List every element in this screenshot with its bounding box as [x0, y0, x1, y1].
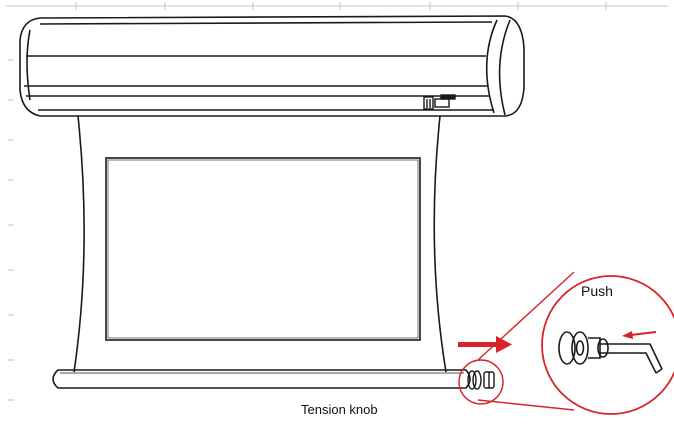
housing-left-end: [26, 29, 31, 101]
red-left-arrow-icon: [622, 331, 657, 339]
magnified-knob-collar: [588, 337, 601, 359]
push-arrow-shaft: [630, 331, 657, 336]
magnified-knob-hex: [597, 338, 609, 358]
roller-housing: [19, 15, 525, 117]
tension-knob: [467, 370, 495, 390]
magnified-knob-disc: [558, 331, 576, 365]
housing-gear-detail: [423, 94, 456, 110]
projection-area: [105, 157, 421, 341]
housing-outline: [19, 15, 525, 117]
push-arrow-head: [622, 331, 633, 339]
allen-key-icon: [600, 343, 663, 374]
callout-lines: [458, 271, 575, 411]
tension-knob-label: Tension knob: [301, 402, 378, 417]
callout-line-bottom: [477, 399, 575, 411]
housing-end-cap: [485, 19, 498, 114]
gear-bracket: [440, 94, 456, 100]
allen-key-bottom-edge: [600, 352, 657, 374]
fabric-right-edge: [433, 115, 447, 373]
knob-highlight-circle: [458, 359, 504, 405]
allen-key-tip: [655, 368, 663, 374]
knob-disc: [472, 370, 482, 390]
housing-top-groove: [39, 21, 493, 25]
push-label: Push: [581, 283, 613, 299]
magnified-knob: [558, 331, 609, 365]
ruler: [6, 2, 668, 401]
housing-end-cap-rim: [498, 19, 511, 116]
gear-block: [423, 96, 434, 110]
gear-block: [434, 98, 450, 108]
red-right-arrow-icon: [458, 336, 512, 353]
allen-key-top-edge: [600, 343, 663, 370]
knob-disc: [467, 370, 477, 390]
fabric-left-edge: [73, 115, 85, 373]
callout-line-top: [477, 271, 575, 361]
magnified-knob-hole: [575, 340, 585, 356]
arrow-shaft: [458, 342, 498, 347]
screen-fabric: [73, 115, 447, 373]
arrow-head: [496, 336, 512, 353]
projection-area-inner: [107, 159, 419, 339]
bottom-weight-bar: [52, 369, 471, 389]
magnified-knob-disc: [571, 331, 589, 365]
